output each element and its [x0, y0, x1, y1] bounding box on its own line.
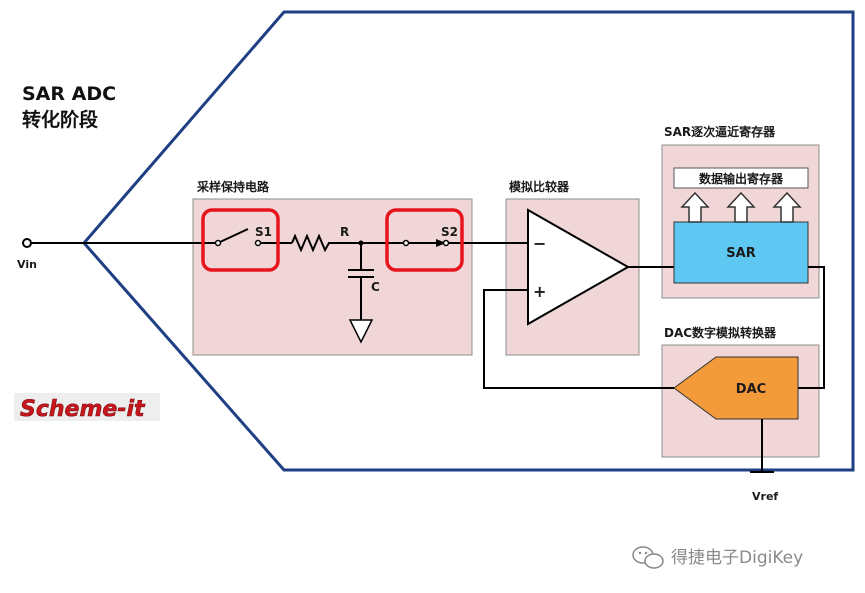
s2-arrow [436, 239, 446, 247]
s1-switch-arm [219, 228, 249, 243]
dac-label: DAC [736, 382, 766, 397]
vin-label: Vin [17, 258, 37, 271]
sar-register-label: SAR逐次逼近寄存器 [664, 124, 776, 139]
vref-label: Vref [752, 490, 778, 503]
s1-label: S1 [255, 225, 272, 239]
scheme-it-logo-text: Scheme-it [20, 397, 146, 422]
comparator-label: 模拟比较器 [509, 179, 570, 194]
data-output-register-label: 数据输出寄存器 [699, 171, 784, 186]
up-arrow-icon [680, 191, 710, 223]
ground-symbol [348, 319, 374, 344]
sar-label: SAR [726, 246, 755, 261]
scheme-it-logo: Scheme-it [14, 393, 160, 422]
sample-hold-block [192, 198, 473, 356]
watermark-text: 得捷电子DigiKey [671, 548, 803, 568]
comparator-symbol [527, 208, 631, 326]
c-label: C [371, 280, 380, 294]
s2-highlight [385, 208, 464, 272]
up-arrow-icon [772, 191, 802, 223]
dac-symbol [673, 356, 799, 420]
r-label: R [340, 225, 349, 239]
sar-logic-block [673, 221, 809, 284]
dac-feedback-wire [483, 289, 674, 389]
wechat-icon [632, 546, 664, 569]
s2-contact-b [442, 239, 450, 247]
watermark: 得捷电子DigiKey [632, 546, 803, 569]
s2-label: S2 [441, 225, 458, 239]
comparator-plus: + [533, 282, 546, 301]
vin-terminal [22, 238, 32, 248]
title-line1: SAR ADC [22, 83, 116, 105]
dac-converter-label: DAC数字模拟转换器 [664, 325, 777, 340]
comparator-minus: − [533, 234, 546, 253]
s1-highlight [201, 208, 280, 272]
s1-contact-b [254, 239, 262, 247]
title-line2: 转化阶段 [22, 108, 99, 131]
s2-contact-a [402, 239, 410, 247]
adc-outline [82, 10, 855, 472]
data-output-register [673, 167, 809, 189]
sample-hold-label: 采样保持电路 [196, 179, 270, 194]
up-arrow-icon [726, 191, 756, 223]
s1-contact-a [214, 239, 222, 247]
resistor-r [291, 233, 406, 253]
sar-dac-wire [798, 266, 825, 389]
